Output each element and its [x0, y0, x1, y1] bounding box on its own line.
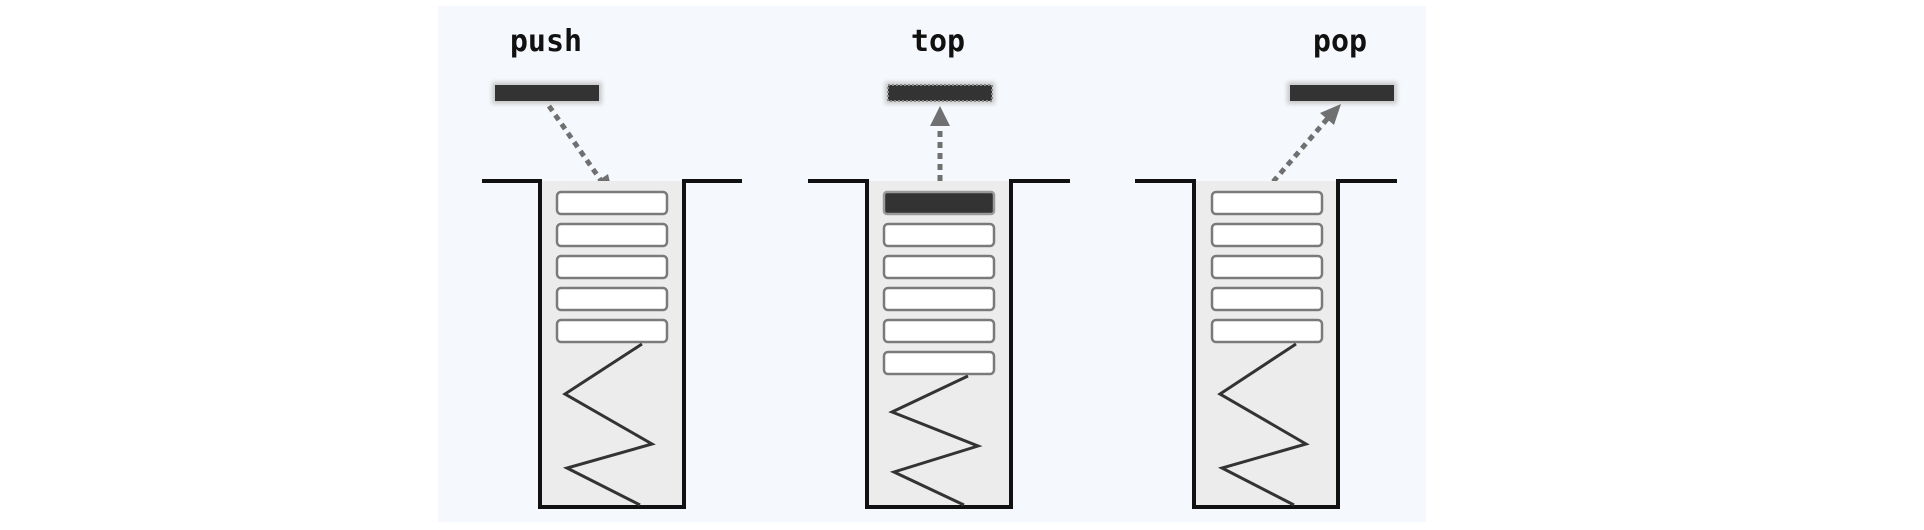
top-arrow: [930, 106, 950, 192]
top-slot: [882, 254, 996, 280]
top-slot: [882, 286, 996, 312]
top-slots: [882, 190, 996, 376]
push-slots: [555, 190, 669, 344]
top-spring: [888, 374, 983, 507]
pop-slot: [1210, 254, 1324, 280]
push-spring: [562, 342, 656, 507]
pop-label: pop: [1313, 24, 1367, 59]
push-diagram: push: [482, 24, 742, 509]
pop-arrow: [1264, 104, 1341, 192]
pop-slots: [1210, 190, 1324, 344]
push-slot: [555, 254, 669, 280]
top-slot: [882, 350, 996, 376]
push-label: push: [510, 24, 582, 59]
pop-slot: [1210, 190, 1324, 216]
push-slot: [555, 190, 669, 216]
top-slot: [882, 222, 996, 248]
top-element-highlighted: [882, 190, 996, 216]
pop-slot: [1210, 222, 1324, 248]
top-label: top: [911, 24, 965, 59]
push-incoming-block: [492, 82, 602, 104]
pop-slot: [1210, 286, 1324, 312]
pop-diagram: pop: [1135, 24, 1397, 509]
top-diagram: top: [808, 24, 1070, 509]
pop-slot: [1210, 318, 1324, 344]
top-slot: [882, 318, 996, 344]
top-peek-block: [885, 82, 995, 104]
pop-outgoing-block: [1287, 82, 1397, 104]
push-slot: [555, 286, 669, 312]
push-slot: [555, 318, 669, 344]
pop-spring: [1217, 342, 1310, 507]
push-slot: [555, 222, 669, 248]
